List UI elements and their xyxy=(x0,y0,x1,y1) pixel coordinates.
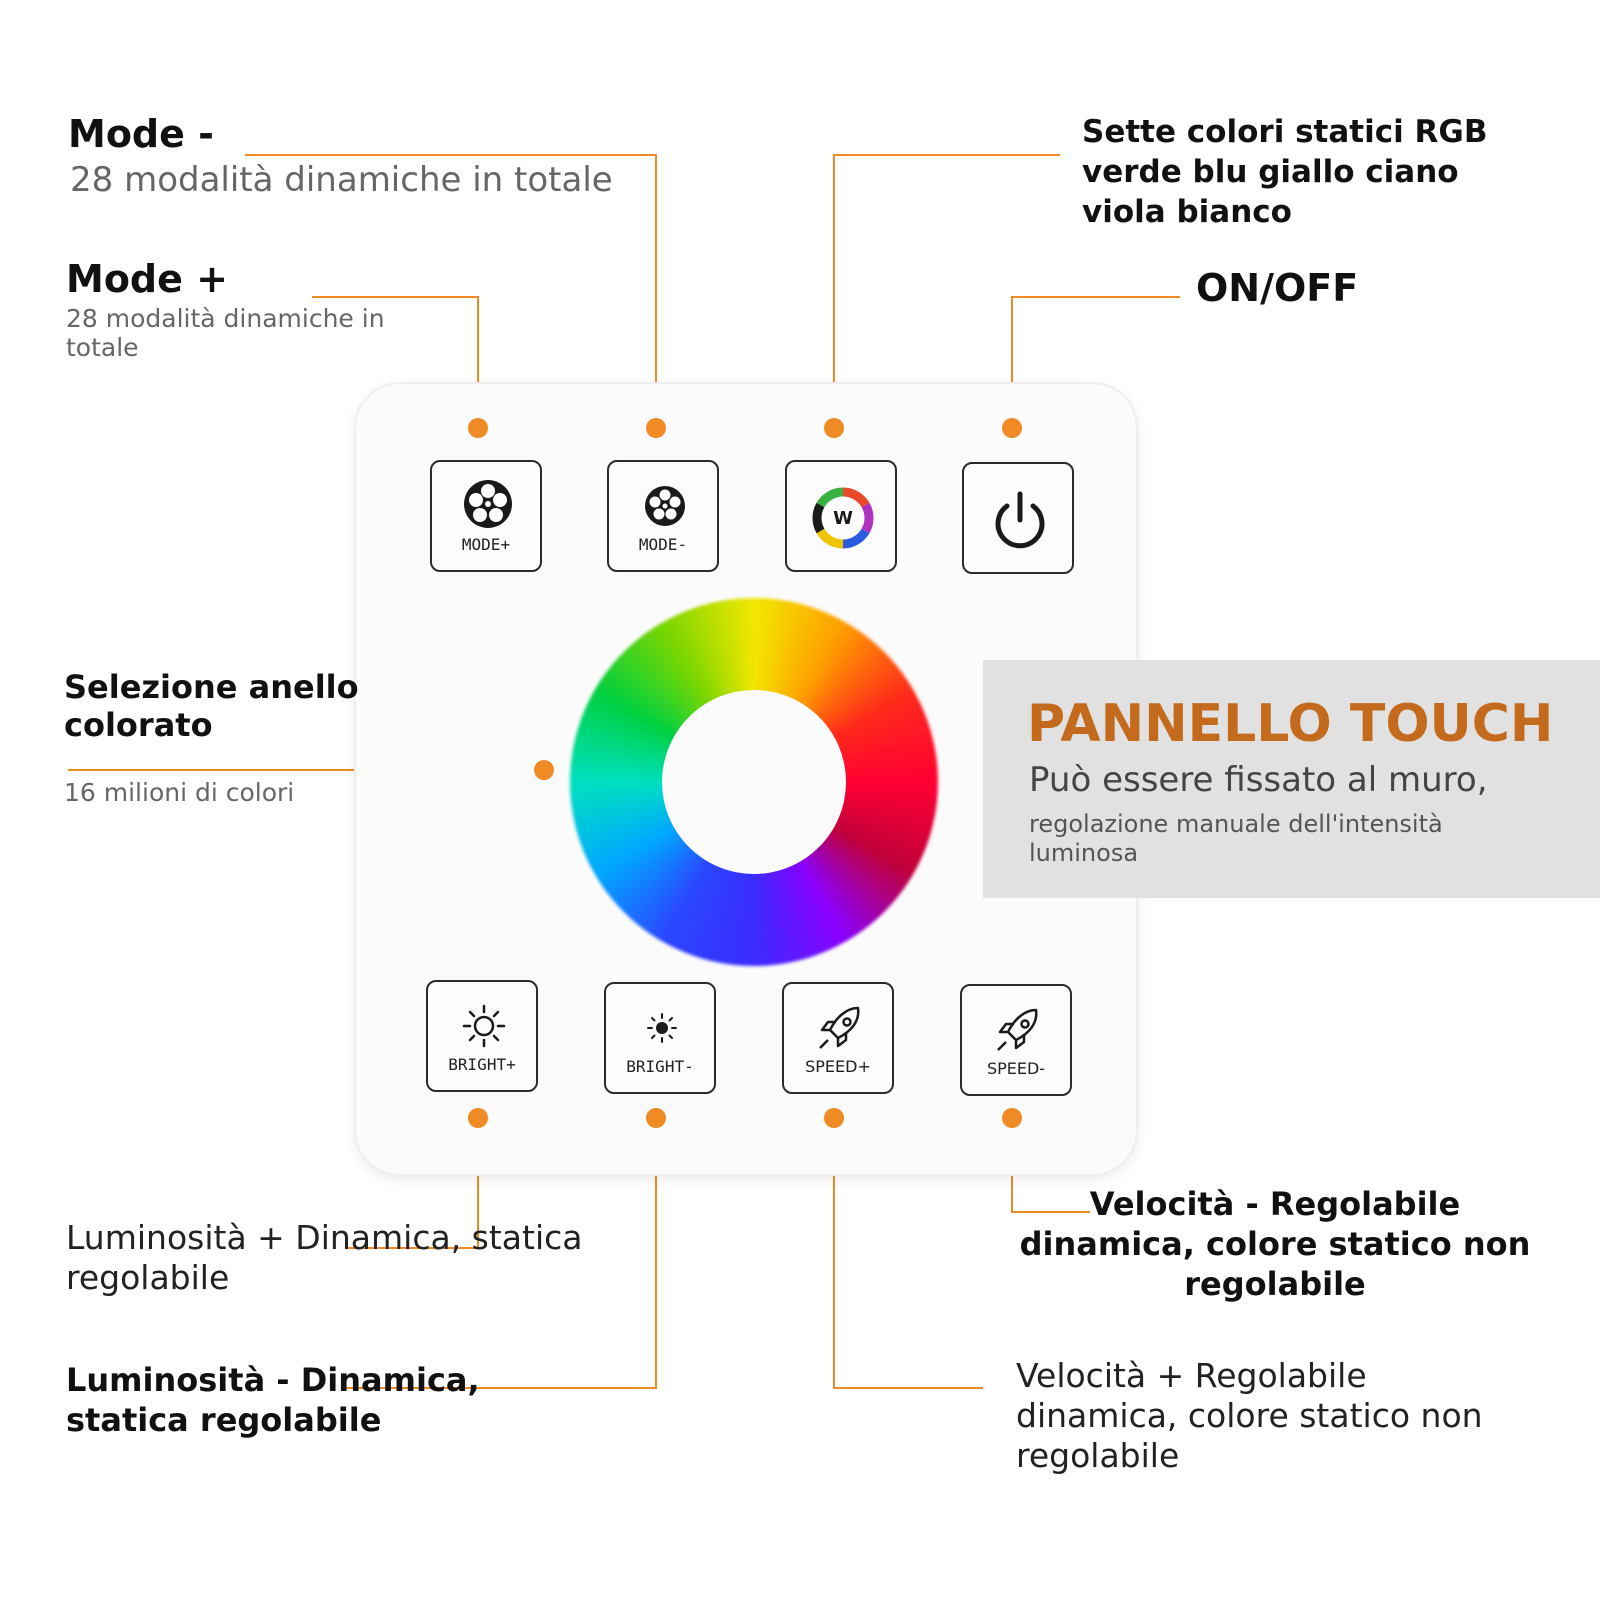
bright-minus-caption: Luminosità - Dinamica, statica regolabil… xyxy=(66,1361,480,1439)
white-badge-text: W xyxy=(833,508,853,529)
bright-plus-caption: Luminosità + Dinamica, statica regolabil… xyxy=(66,1218,583,1297)
speed-minus-caption: Velocità - Regolabile dinamica, colore s… xyxy=(1019,1185,1531,1303)
dot-ring xyxy=(534,760,554,780)
mode-minus-title: Mode - xyxy=(68,112,214,156)
dot-mode-minus xyxy=(646,418,666,438)
mode-minus-button[interactable]: MODE- xyxy=(607,460,719,572)
dot-on-off xyxy=(1002,418,1022,438)
static-color-button[interactable]: W xyxy=(785,460,897,572)
ring-title: Selezione anello colorato xyxy=(64,668,359,744)
power-button[interactable] xyxy=(962,462,1074,574)
rocket-icon xyxy=(962,1002,1070,1058)
touch-panel-title: PANNELLO TOUCH xyxy=(1027,694,1554,754)
bright-plus-button[interactable]: BRIGHT+ xyxy=(426,980,538,1092)
speed-plus-label: SPEED+ xyxy=(805,1057,871,1076)
static-colors-caption: Sette colori statici RGB verde blu giall… xyxy=(1082,114,1488,230)
bright-minus-button[interactable]: BRIGHT- xyxy=(604,982,716,1094)
line-mode-minus xyxy=(245,154,657,428)
speed-plus-caption: Velocità + Regolabile dinamica, colore s… xyxy=(1016,1356,1483,1475)
touch-panel-info-box: PANNELLO TOUCH Può essere fissato al mur… xyxy=(983,660,1600,898)
mode-minus-label: MODE- xyxy=(638,535,688,554)
mode-plus-button[interactable]: MODE+ xyxy=(430,460,542,572)
film-reel-icon xyxy=(432,478,540,534)
mode-minus-subtitle: 28 modalità dinamiche in totale xyxy=(70,160,613,200)
sun-icon xyxy=(606,1000,714,1056)
dot-speed-plus xyxy=(824,1108,844,1128)
bright-plus-label: BRIGHT+ xyxy=(448,1055,516,1074)
bright-minus-label: BRIGHT- xyxy=(626,1057,694,1076)
on-off-caption: ON/OFF xyxy=(1196,266,1359,310)
dot-speed-minus xyxy=(1002,1108,1022,1128)
touch-panel-subtitle: Può essere fissato al muro, xyxy=(1029,760,1488,800)
mode-plus-label: MODE+ xyxy=(461,535,511,554)
ring-subtitle: 16 milioni di colori xyxy=(64,778,295,807)
film-reel-icon xyxy=(609,478,717,534)
sun-icon xyxy=(428,998,536,1054)
rocket-icon xyxy=(784,1000,892,1056)
speed-minus-label: SPEED- xyxy=(986,1059,1046,1078)
line-speed-plus xyxy=(833,1118,983,1389)
dot-static-colors xyxy=(824,418,844,438)
line-static-colors xyxy=(833,154,1060,428)
speed-minus-button[interactable]: SPEED- xyxy=(960,984,1072,1096)
touch-panel-note: regolazione manuale dell'intensità lumin… xyxy=(1029,810,1443,867)
speed-plus-button[interactable]: SPEED+ xyxy=(782,982,894,1094)
power-icon xyxy=(964,490,1072,549)
dot-mode-plus xyxy=(468,418,488,438)
color-wheel-icon: W xyxy=(787,486,895,549)
color-ring-center xyxy=(662,690,846,874)
dot-bright-minus xyxy=(646,1108,666,1128)
line-bright-minus xyxy=(345,1118,657,1389)
mode-plus-title: Mode + xyxy=(66,257,228,301)
mode-plus-subtitle: 28 modalità dinamiche in totale xyxy=(66,304,385,362)
dot-bright-plus xyxy=(468,1108,488,1128)
